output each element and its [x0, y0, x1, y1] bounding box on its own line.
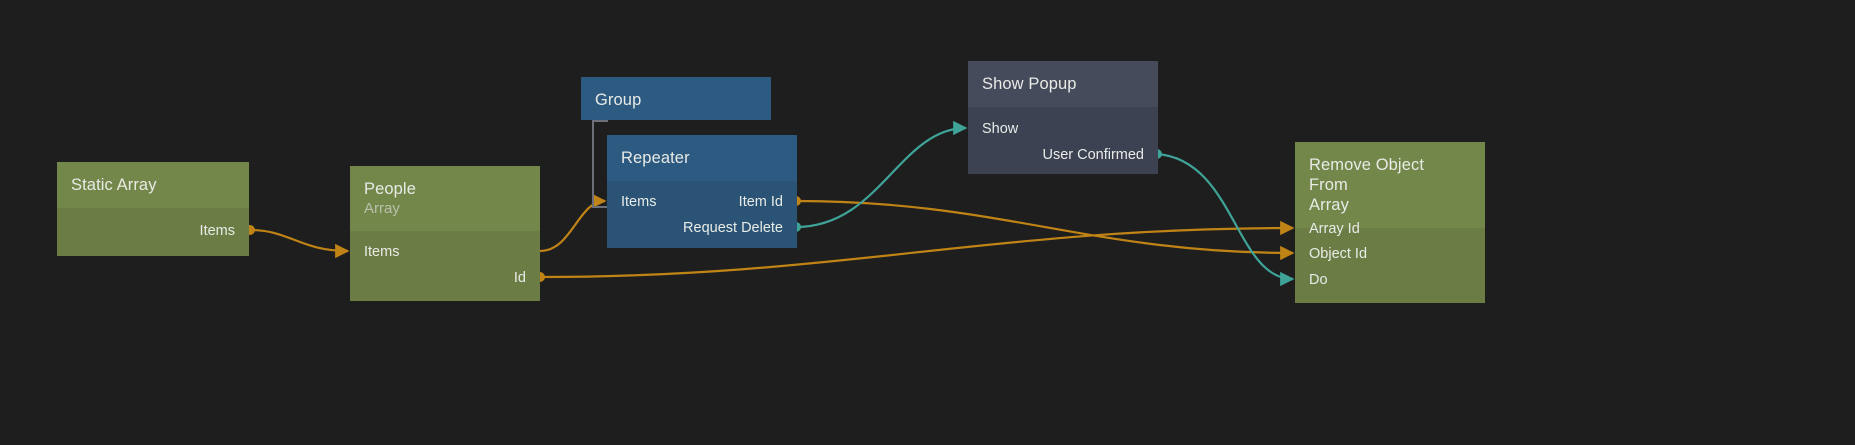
input-port-do[interactable]: Do [1309, 271, 1328, 288]
node-header[interactable]: Group [581, 77, 771, 120]
input-port-items[interactable]: Items [364, 243, 400, 260]
node-header[interactable]: Remove Object From Array [1295, 142, 1485, 229]
node-title: Repeater [621, 149, 690, 167]
input-port-object-id[interactable]: Object Id [1309, 245, 1368, 262]
edge-static-items-to-people-items[interactable] [249, 228, 350, 259]
group-child-connector [592, 120, 608, 208]
edge-people-items-to-repeater-items[interactable] [539, 193, 607, 253]
node-header[interactable]: Static Array [57, 162, 249, 209]
node-group[interactable]: Group [581, 77, 771, 120]
node-title: Remove Object From Array [1309, 156, 1425, 215]
output-port-item-id[interactable]: Item Id [738, 193, 783, 210]
node-body: Items Item Id Request Delete [607, 135, 797, 248]
port-row[interactable]: User Confirmed [968, 142, 1158, 167]
output-port-request-delete[interactable]: Request Delete [683, 219, 783, 236]
input-port-show[interactable]: Show [982, 120, 1019, 137]
edge-repeater-itemid-to-remove-objectid[interactable] [795, 199, 1295, 261]
edge-repeater-requestdelete-to-showpopup-show[interactable] [795, 120, 968, 229]
node-body-background [607, 181, 797, 248]
port-row[interactable]: Do [1295, 267, 1485, 292]
node-body-background [57, 208, 249, 256]
port-row[interactable]: Object Id [1295, 241, 1485, 266]
port-row[interactable]: Id [350, 265, 540, 290]
node-title: Static Array [71, 176, 157, 194]
port-row[interactable]: Items Item Id [607, 189, 797, 214]
node-title: Group [595, 91, 642, 109]
port-row[interactable]: Items [350, 239, 540, 264]
port-row[interactable]: Request Delete [607, 215, 797, 240]
node-header[interactable]: Repeater [607, 135, 797, 182]
input-port-items[interactable]: Items [621, 193, 657, 210]
output-port-items[interactable]: Items [199, 222, 235, 239]
output-port-id[interactable]: Id [513, 269, 526, 286]
port-row[interactable]: Show [968, 116, 1158, 141]
port-row[interactable]: Items [57, 218, 249, 243]
node-body: Items [57, 162, 249, 256]
node-title: People [364, 180, 416, 198]
node-header[interactable]: Show Popup [968, 61, 1158, 108]
port-row[interactable]: Array Id [1295, 216, 1485, 241]
node-title: Show Popup [982, 75, 1077, 93]
node-body: Array Id Object Id Do [1295, 142, 1485, 303]
output-port-user-confirmed[interactable]: User Confirmed [1042, 146, 1144, 163]
input-port-array-id[interactable]: Array Id [1309, 220, 1360, 237]
node-subtitle: Array [364, 200, 400, 218]
node-body-background [968, 107, 1158, 174]
node-body-background [1295, 228, 1485, 303]
node-body-background [350, 231, 540, 301]
edge-userconfirmed-to-remove-do[interactable] [1156, 152, 1295, 287]
